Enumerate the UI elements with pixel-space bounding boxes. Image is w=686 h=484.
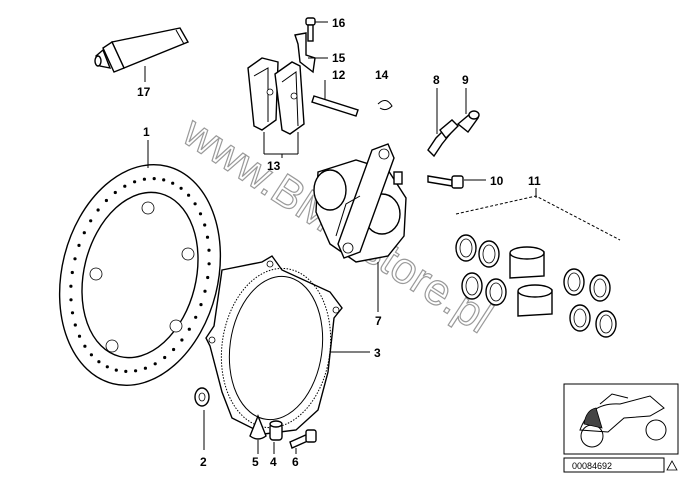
disc-drill-hole	[162, 178, 166, 182]
brake-pads-part	[247, 57, 305, 135]
sleeve-part	[269, 420, 283, 441]
spring-bracket-part	[294, 32, 316, 74]
disc-drill-hole	[82, 231, 86, 235]
callout-6: 6	[292, 455, 299, 469]
washer-part	[194, 387, 210, 407]
disc-drill-hole	[77, 243, 81, 247]
bolt-6-part	[289, 429, 317, 449]
disc-drill-hole	[180, 338, 184, 342]
disc-drill-hole	[123, 184, 127, 188]
disc-drill-hole	[124, 369, 128, 373]
callout-9: 9	[462, 73, 469, 87]
disc-drill-hole	[114, 368, 118, 372]
callout-5: 5	[252, 455, 259, 469]
reference-code-box	[563, 457, 665, 473]
disc-drill-hole	[73, 257, 77, 261]
callout-15: 15	[332, 51, 346, 65]
disc-drill-hole	[187, 193, 191, 197]
disc-drill-hole	[179, 186, 183, 190]
clip-5-part	[249, 414, 267, 440]
disc-drill-hole	[69, 284, 73, 288]
disc-drill-hole	[203, 289, 207, 293]
callout-3: 3	[374, 346, 381, 360]
warning-triangle-icon	[666, 460, 678, 471]
brake-disc-part	[58, 164, 222, 386]
bolt-10-part	[427, 175, 464, 189]
callout-13: 13	[267, 159, 281, 173]
disc-drill-hole	[83, 344, 87, 348]
callout-2: 2	[200, 455, 207, 469]
reference-code: 00084692	[572, 461, 612, 471]
disc-drill-hole	[134, 369, 138, 373]
disc-drill-hole	[70, 270, 74, 275]
callout-12: 12	[332, 68, 346, 82]
disc-drill-hole	[152, 177, 156, 181]
leader-lines	[144, 21, 537, 454]
callout-17: 17	[137, 85, 151, 99]
disc-drill-hole	[105, 365, 109, 369]
callout-16: 16	[332, 16, 346, 30]
disc-drill-hole	[199, 303, 203, 307]
disc-drill-hole	[172, 347, 176, 352]
callout-10: 10	[490, 174, 504, 188]
pin-part	[311, 95, 359, 117]
disc-drill-hole	[89, 219, 93, 223]
disc-drill-hole	[77, 334, 82, 338]
disc-drill-hole	[104, 198, 108, 203]
disc-drill-hole	[194, 315, 198, 319]
disc-drill-hole	[70, 311, 75, 315]
disc-drill-hole	[142, 177, 146, 181]
disc-drill-hole	[69, 298, 73, 302]
disc-drill-hole	[143, 366, 147, 370]
disc-drill-hole	[193, 202, 197, 206]
callout-8: 8	[433, 73, 440, 87]
disc-drill-hole	[96, 208, 100, 212]
disc-drill-hole	[97, 360, 101, 364]
clip-part	[377, 100, 393, 111]
disc-drill-hole	[207, 248, 211, 252]
callout-4: 4	[270, 455, 277, 469]
bolt-16-part	[305, 17, 316, 42]
disc-drill-hole	[171, 181, 175, 185]
motorcycle-thumbnail	[563, 383, 679, 455]
disc-drill-hole	[203, 223, 207, 227]
bleed-screw-part	[427, 119, 459, 158]
callout-7: 7	[375, 314, 382, 328]
disc-drill-hole	[153, 362, 157, 366]
disc-drill-hole	[89, 353, 93, 357]
disc-drill-hole	[206, 275, 210, 280]
callout-14: 14	[375, 68, 389, 82]
abs-sensor-ring-part	[205, 255, 343, 435]
disc-drill-hole	[187, 327, 191, 331]
disc-drill-hole	[207, 262, 211, 266]
callout-1: 1	[143, 125, 150, 139]
disc-drill-hole	[73, 323, 77, 327]
grease-tube-part	[94, 27, 190, 73]
callout-11: 11	[528, 174, 541, 188]
brake-caliper-part	[313, 143, 407, 263]
disc-drill-hole	[163, 355, 167, 360]
dust-cap-part	[456, 110, 480, 134]
disc-drill-hole	[133, 180, 137, 184]
disc-drill-hole	[113, 190, 117, 195]
disc-drill-hole	[205, 235, 210, 239]
disc-drill-hole	[198, 212, 203, 216]
